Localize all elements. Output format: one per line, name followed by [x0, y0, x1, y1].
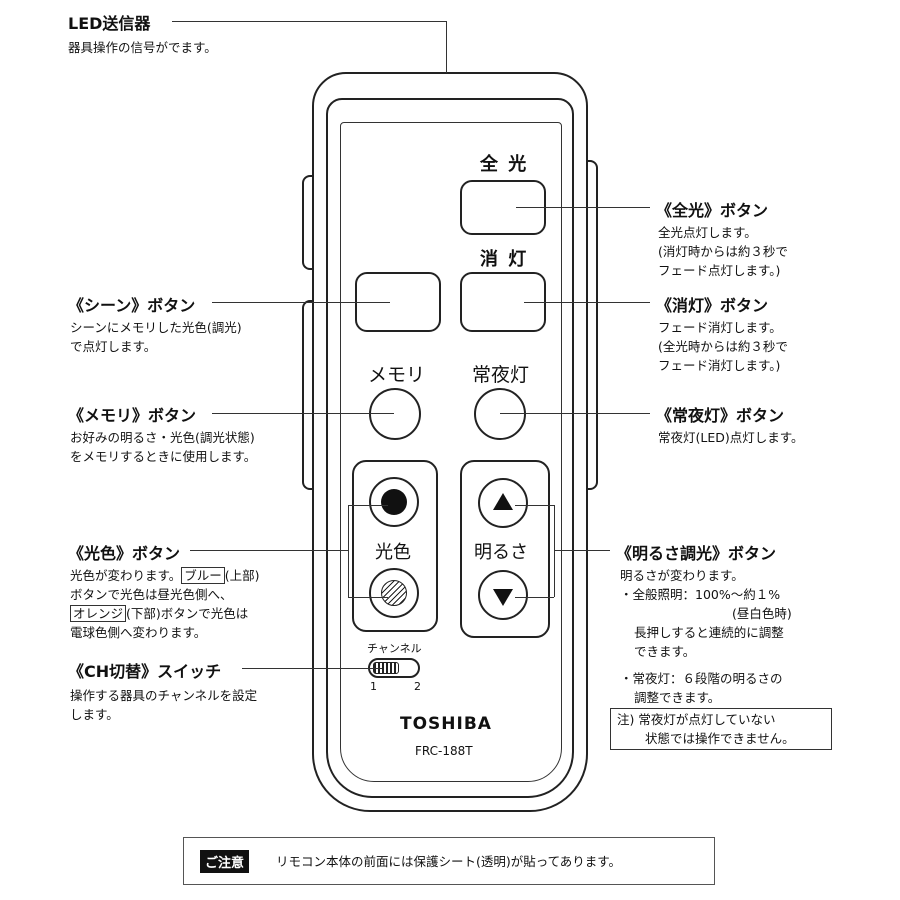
kouiro-line-4: 電球色側へ変わります。 — [70, 625, 207, 640]
zenko-label: 全 光 — [480, 154, 529, 175]
shoto-desc: フェード消灯します。 (全光時からは約３秒で フェード消灯します。) — [658, 318, 788, 375]
akarusa-note-line-2: 状態では操作できません。 — [645, 731, 795, 746]
scene-leader — [212, 302, 390, 303]
akarusa-line-1: 明るさが変わります。 — [620, 568, 744, 583]
kouiro-line-1: 光色が変わります。ブルー(上部) — [70, 566, 260, 585]
triangle-up-icon — [493, 492, 513, 510]
scene-heading: 《シーン》ボタン — [68, 296, 196, 315]
dot-icon — [381, 489, 407, 515]
kouiro-desc: 光色が変わります。ブルー(上部) ボタンで光色は昼光色側へ、 オレンジ(下部)ボ… — [70, 566, 260, 642]
akarusa-line-5: できます。 — [634, 644, 696, 659]
kouiro-orange-button[interactable] — [369, 568, 419, 618]
shoto-line-2: (全光時からは約３秒で — [658, 339, 788, 354]
zenko-line-3: フェード点灯します。) — [658, 263, 781, 278]
scene-line-2: で点灯します。 — [70, 339, 157, 354]
joyato-button[interactable] — [474, 388, 526, 440]
kouiro-line-1b: (上部) — [224, 568, 260, 583]
scene-line-1: シーンにメモリした光色(調光) — [70, 320, 242, 335]
ch-line-2: します。 — [70, 707, 119, 722]
remote-body-outline — [312, 72, 588, 812]
scene-desc: シーンにメモリした光色(調光) で点灯します。 — [70, 318, 242, 356]
kouiro-heading: 《光色》ボタン — [68, 544, 181, 563]
brand-logo: TOSHIBA — [400, 714, 492, 734]
ch-desc: 操作する器具のチャンネルを設定 します。 — [70, 686, 257, 724]
caution-text: リモコン本体の前面には保護シート(透明)が貼ってあります。 — [276, 854, 622, 869]
zenko-line-1: 全光点灯します。 — [658, 225, 757, 240]
triangle-down-icon — [493, 588, 513, 606]
led-leader-h — [172, 21, 446, 22]
remote-inner-frame — [326, 98, 574, 798]
memory-label: メモリ — [368, 364, 426, 386]
akarusa-leader — [554, 550, 610, 551]
ch-heading: 《CH切替》スイッチ — [68, 662, 222, 681]
zenko-desc: 全光点灯します。 (消灯時からは約３秒で フェード点灯します。) — [658, 223, 788, 280]
akarusa-note-box: 注) 常夜灯が点灯していない 状態では操作できません。 — [610, 708, 832, 750]
zenko-line-2: (消灯時からは約３秒で — [658, 244, 788, 259]
kouiro-blue-button[interactable] — [369, 477, 419, 527]
shoto-leader — [524, 302, 650, 303]
zenko-heading: 《全光》ボタン — [656, 201, 769, 220]
joyato-line-1: 常夜灯(LED)点灯します。 — [658, 430, 804, 445]
kouiro-label: 光色 — [375, 542, 411, 563]
led-desc: 器具操作の信号がでます。 — [68, 40, 217, 55]
akarusa-line-2: ・全般照明：100%～約１% — [620, 587, 781, 602]
akarusa-group — [460, 460, 550, 638]
ch-line-1: 操作する器具のチャンネルを設定 — [70, 688, 258, 703]
memory-leader — [212, 413, 394, 414]
akarusa-label: 明るさ — [474, 542, 528, 563]
caution-badge: ご注意 — [200, 850, 250, 873]
remote-right-ridge — [586, 160, 598, 490]
kouiro-line-2: ボタンで光色は昼光色側へ、 — [70, 587, 233, 602]
kouiro-leader — [190, 550, 348, 551]
akarusa-note-line-1: 注) 常夜灯が点灯していない — [617, 712, 776, 727]
joyato-label: 常夜灯 — [472, 364, 530, 386]
caution-box: ご注意 リモコン本体の前面には保護シート(透明)が貼ってあります。 — [183, 837, 715, 885]
kouiro-line-3: オレンジ(下部)ボタンで光色は — [70, 604, 260, 623]
memory-line-2: をメモリするときに使用します。 — [70, 449, 257, 464]
akarusa-line-3: (昼白色時) — [732, 606, 792, 621]
kouiro-bracket-bottom — [348, 597, 388, 598]
led-leader-v — [446, 21, 447, 73]
akarusa-bracket-bottom — [515, 597, 554, 598]
brightness-down-button[interactable] — [478, 570, 528, 620]
brightness-up-button[interactable] — [478, 478, 528, 528]
hatched-dot-icon — [381, 580, 407, 606]
kouiro-line-3b: (下部)ボタンで光色は — [126, 606, 249, 621]
joyato-heading: 《常夜灯》ボタン — [656, 406, 785, 425]
kouiro-bracket — [348, 505, 349, 597]
led-heading: LED送信器 — [68, 14, 151, 33]
memory-line-1: お好みの明るさ・光色(調光状態) — [70, 430, 255, 445]
remote-left-ridge — [302, 300, 314, 490]
joyato-leader — [500, 413, 650, 414]
shoto-line-1: フェード消灯します。 — [658, 320, 782, 335]
akarusa-line-4: 長押しすると連続的に調整 — [634, 625, 784, 640]
remote-left-ridge-top — [302, 175, 314, 270]
kouiro-line-1a: 光色が変わります。 — [70, 568, 182, 583]
shoto-label: 消 灯 — [480, 249, 529, 270]
memory-desc: お好みの明るさ・光色(調光状態) をメモリするときに使用します。 — [70, 428, 256, 466]
kouiro-group — [352, 460, 438, 632]
channel-label: チャンネル — [367, 642, 422, 655]
channel-2-label: 2 — [414, 680, 421, 693]
ch-leader — [242, 668, 382, 669]
channel-1-label: 1 — [370, 680, 377, 693]
akarusa-line-7: 調整できます。 — [634, 690, 721, 705]
akarusa-heading: 《明るさ調光》ボタン — [616, 544, 777, 563]
shoto-heading: 《消灯》ボタン — [656, 296, 769, 315]
shoto-line-3: フェード消灯します。) — [658, 358, 781, 373]
zenko-leader — [516, 207, 650, 208]
akarusa-line-6: ・常夜灯：６段階の明るさの — [620, 671, 783, 686]
akarusa-bracket-top — [515, 505, 554, 506]
akarusa-desc: 明るさが変わります。 ・全般照明：100%～約１% (昼白色時) 長押しすると連… — [620, 566, 792, 707]
remote-front-panel — [340, 122, 562, 782]
akarusa-bracket — [554, 505, 555, 597]
kouiro-bracket-top — [348, 505, 388, 506]
model-number: FRC-188T — [415, 744, 473, 758]
memory-button[interactable] — [369, 388, 421, 440]
blue-label-box: ブルー — [181, 567, 225, 584]
memory-heading: 《メモリ》ボタン — [68, 406, 197, 425]
orange-label-box: オレンジ — [70, 605, 127, 622]
